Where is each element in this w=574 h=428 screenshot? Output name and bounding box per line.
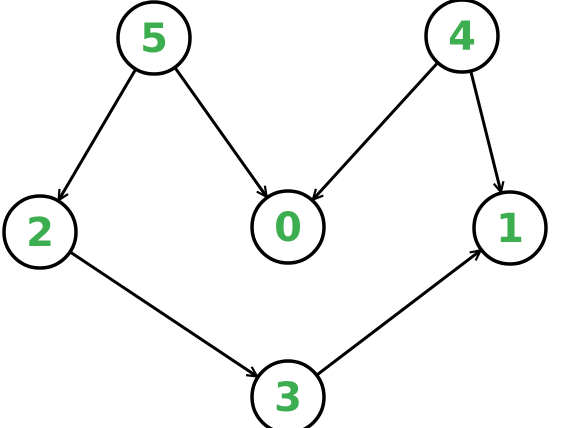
node-4: 4 [424,0,500,74]
node-label-0: 0 [274,205,302,251]
nodes-layer: 5 4 2 0 1 3 [2,0,548,428]
node-circle-1 [472,190,548,266]
node-circle-3 [250,359,326,428]
edge-4-to-1 [469,70,501,192]
node-label-2: 2 [26,210,54,256]
node-label-5: 5 [140,16,168,62]
node-circle-0 [250,189,326,265]
node-1: 1 [472,190,548,266]
edges-layer [57,61,501,377]
node-3: 3 [250,359,326,428]
node-circle-4 [424,0,500,74]
edge-4-to-0 [313,61,439,200]
node-circle-5 [116,0,192,76]
edge-5-to-0 [173,66,267,196]
edge-2-to-3 [69,250,257,377]
node-label-4: 4 [448,14,476,60]
node-0: 0 [250,189,326,265]
node-label-1: 1 [496,206,524,252]
node-5: 5 [116,0,192,76]
node-label-3: 3 [274,375,302,421]
edge-3-to-1 [315,250,481,377]
node-2: 2 [2,194,78,270]
node-circle-2 [2,194,78,270]
edge-5-to-2 [57,68,138,200]
